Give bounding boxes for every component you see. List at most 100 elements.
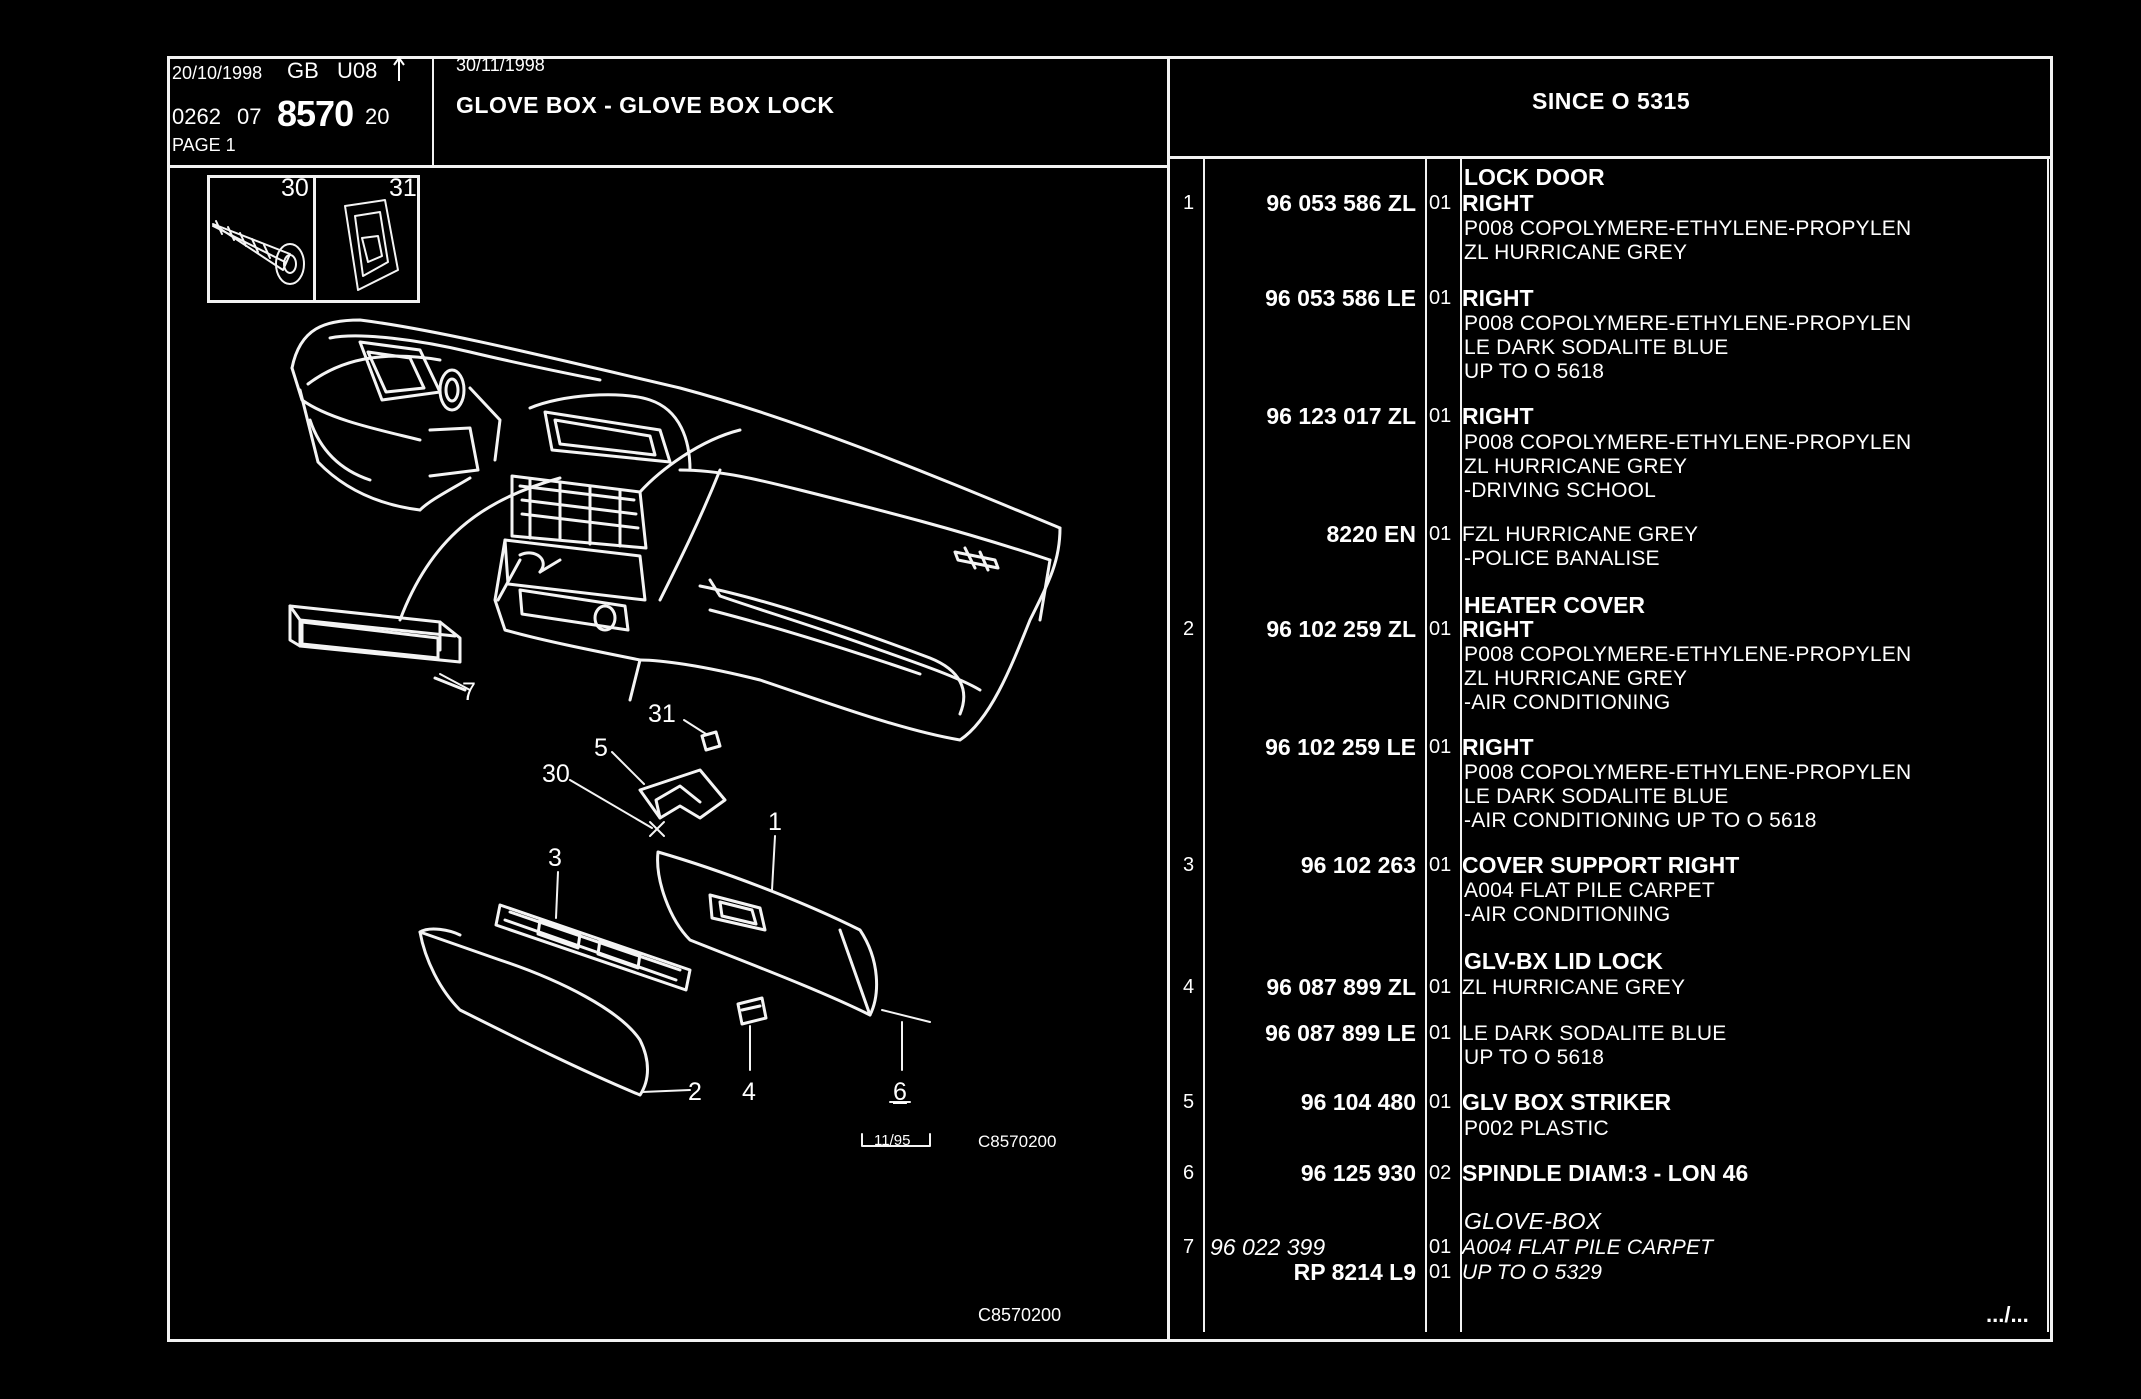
part-number: 96 053 586 LE <box>1265 285 1416 311</box>
inset-divider <box>313 175 316 303</box>
part-qty: 01 <box>1429 1236 1452 1258</box>
part-desc: SPINDLE DIAM:3 - LON 46 <box>1462 1160 1749 1186</box>
part-qty: 02 <box>1429 1162 1452 1184</box>
callout-3: 3 <box>548 844 562 872</box>
part-desc: -AIR CONDITIONING <box>1464 691 1671 714</box>
part-qty: 01 <box>1429 1022 1452 1044</box>
callout-6: 6 <box>893 1078 907 1106</box>
part-qty: 01 <box>1429 523 1452 545</box>
part-desc: ZL HURRICANE GREY <box>1462 976 1686 999</box>
part-desc: -AIR CONDITIONING UP TO O 5618 <box>1464 809 1817 832</box>
header-code: U08 <box>337 58 378 83</box>
header-lang: GB <box>287 58 319 83</box>
part-number: 96 123 017 ZL <box>1266 403 1416 429</box>
divider-col-ref <box>1203 158 1205 1332</box>
part-number: 96 022 399 <box>1210 1234 1326 1260</box>
part-ref: 2 <box>1183 618 1195 640</box>
stamp-code: C8570200 <box>978 1132 1057 1151</box>
continued-marker: .../... <box>1986 1302 2029 1327</box>
divider-header-right <box>1167 156 2053 159</box>
leader-lines <box>439 673 931 1103</box>
callout-5: 5 <box>594 734 608 762</box>
part-desc: LE DARK SODALITE BLUE <box>1464 336 1729 359</box>
part-number: RP 8214 L9 <box>1293 1259 1416 1285</box>
page-title: GLOVE BOX - GLOVE BOX LOCK <box>456 92 835 118</box>
part-ref: 7 <box>1183 1236 1195 1258</box>
divider-header-left <box>167 165 1167 168</box>
footer-code: C8570200 <box>978 1305 1062 1325</box>
part-desc: LE DARK SODALITE BLUE <box>1464 785 1729 808</box>
part-desc: ZL HURRICANE GREY <box>1464 241 1688 264</box>
clip-31 <box>700 730 722 752</box>
latch-4 <box>736 996 768 1026</box>
clip-icon <box>344 199 399 291</box>
part-number: 96 102 259 ZL <box>1266 616 1416 642</box>
page-frame <box>167 56 2053 1342</box>
part-desc: LE DARK SODALITE BLUE <box>1462 1022 1727 1045</box>
part-desc: GLV BOX STRIKER <box>1462 1089 1672 1115</box>
part-desc: FZL HURRICANE GREY <box>1462 523 1699 546</box>
part-desc: P008 COPOLYMERE-ETHYLENE-PROPYLEN <box>1464 431 1912 454</box>
part-desc: COVER SUPPORT RIGHT <box>1462 852 1740 878</box>
arrow-up-icon <box>393 56 405 81</box>
glove-box-lid-3 <box>418 903 692 1097</box>
callout-30: 30 <box>542 760 570 788</box>
part-desc: UP TO O 5618 <box>1464 360 1605 383</box>
stamp-date: 11/95 <box>874 1132 911 1149</box>
group-title: GLV-BX LID LOCK <box>1464 948 1663 974</box>
part-qty: 01 <box>1429 287 1452 309</box>
callout-7: 7 <box>462 678 476 706</box>
callout-1: 1 <box>768 808 782 836</box>
part-number: 96 102 263 <box>1300 852 1416 878</box>
part-desc: RIGHT <box>1462 734 1534 760</box>
part-desc: P008 COPOLYMERE-ETHYLENE-PROPYLEN <box>1464 217 1912 240</box>
callout-31: 31 <box>648 700 676 728</box>
part-desc: ZL HURRICANE GREY <box>1464 455 1688 478</box>
divider-col-right <box>2047 158 2049 1332</box>
inset-label-30: 30 <box>281 174 309 202</box>
part-number: 96 087 899 ZL <box>1266 974 1416 1000</box>
group-title: HEATER COVER <box>1464 592 1646 618</box>
stamp-box <box>861 1133 931 1147</box>
part-ref: 6 <box>1183 1162 1195 1184</box>
part-desc: P008 COPOLYMERE-ETHYLENE-PROPYLEN <box>1464 312 1912 335</box>
callout-4: 4 <box>742 1078 756 1106</box>
part-desc: A004 FLAT PILE CARPET <box>1462 1236 1714 1259</box>
screw-30 <box>649 821 665 837</box>
part-desc: ZL HURRICANE GREY <box>1464 667 1688 690</box>
divider-header-1 <box>432 56 434 166</box>
striker-5 <box>638 768 727 820</box>
header-date-2: 30/11/1998 <box>456 55 545 75</box>
inset-label-31: 31 <box>389 174 417 202</box>
part-desc: RIGHT <box>1462 190 1534 216</box>
part-desc: UP TO O 5618 <box>1464 1046 1605 1069</box>
part-ref: 3 <box>1183 854 1195 876</box>
group-title: GLOVE-BOX <box>1464 1208 1602 1234</box>
part-desc: A004 FLAT PILE CARPET <box>1464 879 1715 902</box>
part-qty: 01 <box>1429 854 1452 876</box>
divider-col-qty-r <box>1460 158 1462 1332</box>
part-desc: P002 PLASTIC <box>1464 1117 1609 1140</box>
part-number: 96 102 259 LE <box>1265 734 1416 760</box>
callout-2: 2 <box>688 1078 702 1106</box>
part-ref: 5 <box>1183 1091 1195 1113</box>
part-qty: 01 <box>1429 736 1452 758</box>
exploded-diagram <box>212 199 1062 1147</box>
header-ref-suffix: 20 <box>365 104 390 129</box>
part-desc: UP TO O 5329 <box>1462 1261 1603 1284</box>
part-ref: 4 <box>1183 976 1195 998</box>
part-desc: P008 COPOLYMERE-ETHYLENE-PROPYLEN <box>1464 761 1912 784</box>
part-desc: -POLICE BANALISE <box>1464 547 1660 570</box>
part-number: 96 053 586 ZL <box>1266 190 1416 216</box>
part-number: 96 125 930 <box>1300 1160 1416 1186</box>
dashboard-drawing <box>290 318 1062 742</box>
header-date: 20/10/1998 <box>172 63 263 83</box>
part-number: 96 087 899 LE <box>1265 1020 1416 1046</box>
header-ref-prefix: 0262 <box>172 104 221 129</box>
screw-icon <box>212 220 305 285</box>
header-page: PAGE 1 <box>172 135 236 155</box>
part-qty: 01 <box>1429 976 1452 998</box>
header-ref-mid: 07 <box>237 104 262 129</box>
part-desc: -DRIVING SCHOOL <box>1464 479 1657 502</box>
part-qty: 01 <box>1429 1261 1452 1283</box>
